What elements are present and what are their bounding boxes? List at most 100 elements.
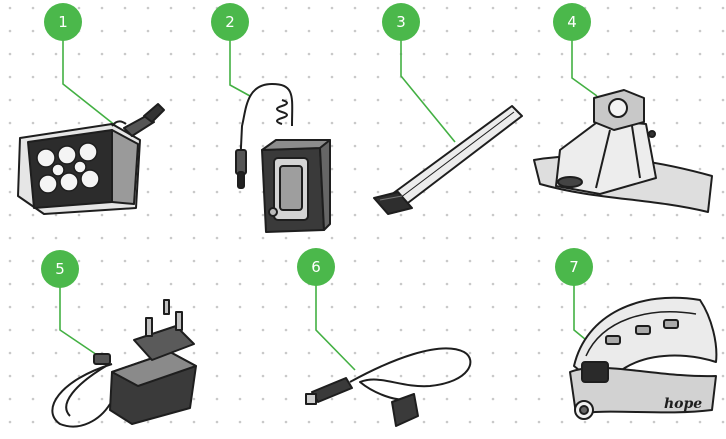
grid-dot: [423, 329, 426, 332]
badge-1-label: 1: [58, 13, 68, 31]
grid-dot: [377, 145, 380, 148]
grid-dot: [216, 306, 219, 309]
grid-dot: [653, 99, 656, 102]
grid-dot: [216, 421, 219, 424]
grid-dot: [653, 53, 656, 56]
grid-dot: [147, 191, 150, 194]
grid-dot: [492, 283, 495, 286]
grid-dot: [101, 214, 104, 217]
grid-dot: [515, 76, 518, 79]
grid-dot: [285, 421, 288, 424]
callout-line-2: [230, 40, 250, 96]
grid-dot: [101, 421, 104, 424]
grid-dot: [515, 260, 518, 263]
grid-dot: [124, 237, 127, 240]
grid-dot: [423, 375, 426, 378]
grid-dot: [561, 375, 564, 378]
grid-dot: [331, 191, 334, 194]
grid-dot: [239, 53, 242, 56]
grid-dot: [170, 283, 173, 286]
grid-dot: [607, 283, 610, 286]
grid-dot: [515, 191, 518, 194]
grid-dot: [676, 283, 679, 286]
grid-dot: [469, 30, 472, 33]
grid-dot: [55, 352, 58, 355]
grid-dot: [9, 122, 12, 125]
grid-dot: [446, 99, 449, 102]
grid-dot: [147, 76, 150, 79]
grid-dot: [492, 375, 495, 378]
grid-dot: [262, 375, 265, 378]
grid-dot: [101, 30, 104, 33]
grid-dot: [216, 145, 219, 148]
grid-dot: [630, 283, 633, 286]
grid-dot: [331, 30, 334, 33]
grid-dot: [285, 375, 288, 378]
grid-dot: [193, 122, 196, 125]
grid-dot: [377, 76, 380, 79]
grid-dot: [124, 30, 127, 33]
grid-dot: [331, 237, 334, 240]
grid-dot: [308, 352, 311, 355]
grid-dot: [400, 283, 403, 286]
grid-dot: [584, 214, 587, 217]
grid-dot: [584, 53, 587, 56]
grid-dot: [147, 260, 150, 263]
grid-dot: [699, 7, 702, 10]
grid-dot: [331, 214, 334, 217]
grid-dot: [354, 398, 357, 401]
grid-dot: [653, 260, 656, 263]
grid-dot: [446, 7, 449, 10]
badge-7: 7: [555, 248, 593, 286]
grid-dot: [147, 214, 150, 217]
grid-dot: [584, 122, 587, 125]
grid-dot: [492, 398, 495, 401]
grid-dot: [101, 283, 104, 286]
grid-dot: [55, 53, 58, 56]
grid-dot: [308, 30, 311, 33]
grid-dot: [584, 76, 587, 79]
grid-dot: [423, 99, 426, 102]
grid-dot: [285, 260, 288, 263]
grid-dot: [308, 329, 311, 332]
grid-dot: [607, 237, 610, 240]
grid-dot: [285, 398, 288, 401]
grid-dot: [377, 7, 380, 10]
grid-dot: [9, 145, 12, 148]
grid-dot: [630, 214, 633, 217]
badge-7-label: 7: [569, 258, 579, 276]
grid-dot: [630, 76, 633, 79]
grid-dot: [377, 375, 380, 378]
grid-dot: [423, 260, 426, 263]
grid-dot: [699, 421, 702, 424]
grid-dot: [262, 214, 265, 217]
grid-dot: [400, 99, 403, 102]
grid-dot: [147, 99, 150, 102]
grid-dot: [469, 306, 472, 309]
grid-dot: [308, 421, 311, 424]
grid-dot: [722, 122, 725, 125]
grid-dot: [331, 7, 334, 10]
grid-dot: [239, 283, 242, 286]
grid-dot: [446, 283, 449, 286]
grid-dot: [423, 214, 426, 217]
grid-dot: [630, 7, 633, 10]
grid-dot: [469, 352, 472, 355]
grid-dot: [147, 237, 150, 240]
badge-1: 1: [44, 3, 82, 41]
grid-dot: [377, 53, 380, 56]
grid-dot: [285, 76, 288, 79]
grid-dot: [492, 7, 495, 10]
grid-dot: [9, 352, 12, 355]
grid-dot: [216, 398, 219, 401]
grid-dot: [630, 30, 633, 33]
grid-dot: [9, 237, 12, 240]
grid-dot: [630, 53, 633, 56]
grid-dot: [561, 76, 564, 79]
grid-dot: [285, 283, 288, 286]
grid-dot: [515, 53, 518, 56]
grid-dot: [515, 306, 518, 309]
grid-dot: [377, 421, 380, 424]
grid-dot: [377, 214, 380, 217]
grid-dot: [584, 306, 587, 309]
